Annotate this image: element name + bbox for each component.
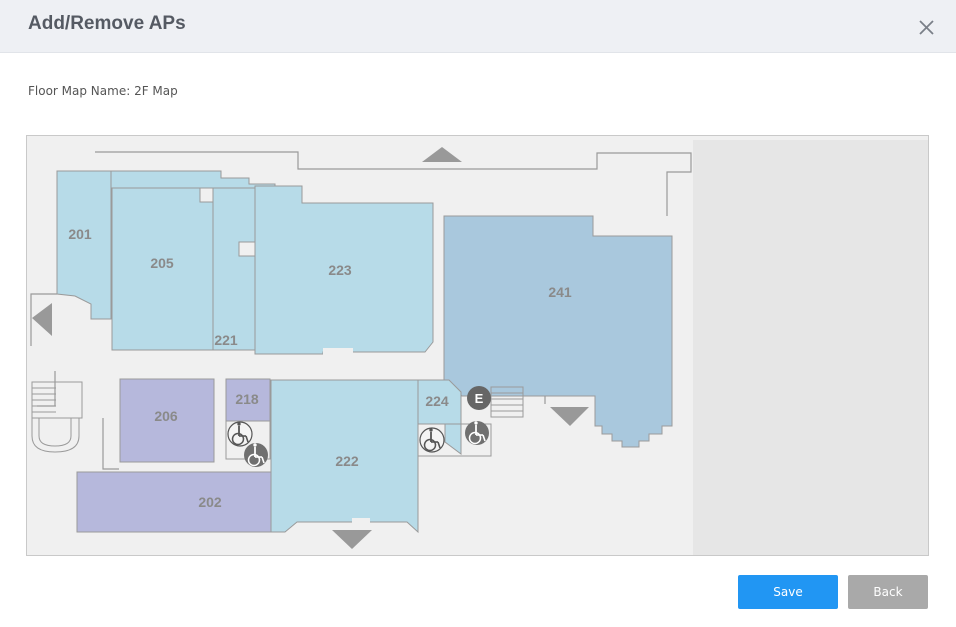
floor-map[interactable]: E 201 205 221 223 241 206 218 224 222 20…	[26, 135, 929, 556]
room-label-222: 222	[335, 453, 359, 469]
elevator-label: E	[475, 391, 484, 406]
arrow-down-south-icon	[332, 530, 372, 549]
restroom-east	[417, 423, 492, 457]
room-label-201: 201	[68, 226, 92, 242]
room-label-221: 221	[214, 332, 238, 348]
back-button[interactable]: Back	[848, 575, 928, 609]
room-label-206: 206	[154, 408, 178, 424]
room-label-218: 218	[235, 391, 259, 407]
floor-map-name: Floor Map Name: 2F Map	[28, 84, 178, 98]
room-202[interactable]	[76, 471, 272, 533]
arrow-down-icon	[550, 407, 589, 426]
room-label-223: 223	[328, 262, 352, 278]
room-221[interactable]	[212, 187, 256, 351]
save-button[interactable]: Save	[738, 575, 838, 609]
wheelchair-icon	[465, 421, 489, 445]
room-label-224: 224	[425, 393, 449, 409]
arrow-up-icon	[422, 147, 462, 162]
elevator-icon: E	[467, 386, 491, 410]
room-201[interactable]	[56, 170, 112, 320]
room-241[interactable]	[443, 215, 673, 448]
close-icon[interactable]	[916, 17, 938, 39]
room-label-202: 202	[198, 494, 222, 510]
dialog-title: Add/Remove APs	[28, 13, 186, 34]
room-224[interactable]	[417, 379, 462, 425]
room-206[interactable]	[119, 378, 215, 463]
dialog-header: Add/Remove APs	[0, 0, 956, 53]
wheelchair-icon	[227, 421, 253, 447]
room-label-205: 205	[150, 255, 174, 271]
wheelchair-icon	[244, 443, 268, 467]
floor-map-canvas[interactable]: E 201 205 221 223 241 206 218 224 222 20…	[27, 136, 928, 555]
map-empty-area	[693, 140, 928, 555]
stairs-east-icon	[490, 386, 524, 418]
wheelchair-icon	[419, 427, 445, 453]
room-label-241: 241	[548, 284, 572, 300]
arrow-left-icon	[32, 303, 52, 336]
stairs-icon	[31, 381, 83, 453]
